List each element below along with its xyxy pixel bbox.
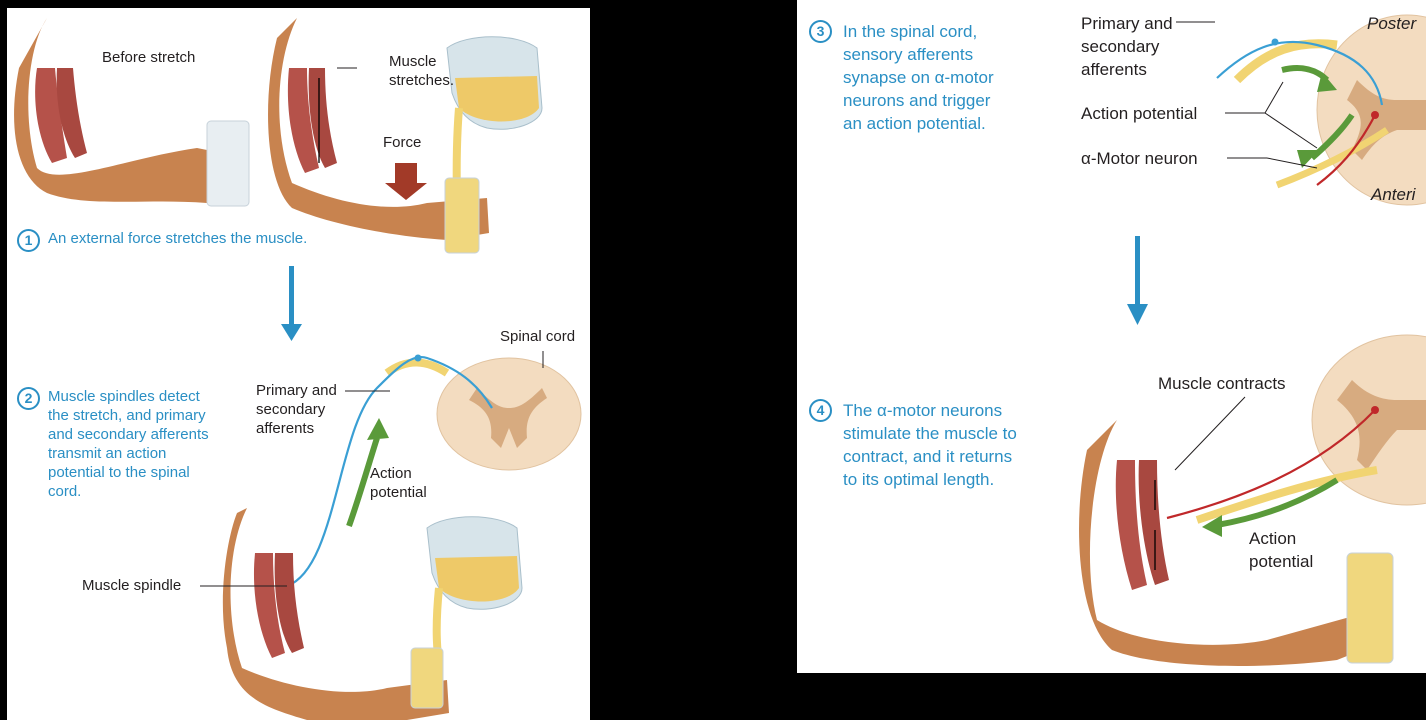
- arm-spindle: [222, 508, 523, 720]
- step-1-text: An external force stretches the muscle.: [48, 230, 308, 247]
- action-potential-arrow-1: [346, 418, 389, 528]
- left-panel: Before stretch Muscle stretches. Force 1…: [7, 8, 590, 720]
- label-action-potential: Action potential: [370, 465, 427, 501]
- label-primary-secondary-right: Primary and secondary afferents: [1081, 14, 1173, 79]
- label-anterior: Anteri: [1371, 185, 1416, 204]
- spinal-cord-bottom: [1166, 334, 1426, 537]
- afferent-nerve-path: [286, 355, 493, 588]
- step-3-number: 3: [809, 20, 832, 43]
- arm-before-stretch: [14, 18, 250, 207]
- spinal-cord-cross-section: [384, 357, 582, 471]
- down-arrow-1: [281, 266, 302, 341]
- label-primary-secondary: Primary and secondary afferents: [256, 382, 337, 437]
- down-arrow-2: [1127, 236, 1148, 325]
- label-muscle-spindle: Muscle spindle: [82, 577, 182, 594]
- label-posterior: Poster: [1367, 14, 1417, 33]
- step-4-text: The α-motor neurons stimulate the muscle…: [843, 401, 1017, 489]
- step-2-text: Muscle spindles detect the stretch, and …: [48, 388, 209, 500]
- label-muscle-stretches: Muscle stretches.: [389, 53, 455, 89]
- right-panel: 3 In the spinal cord, sensory afferents …: [797, 0, 1426, 673]
- arm-stretched: [268, 18, 543, 254]
- right-illustrations: [1079, 14, 1426, 666]
- label-spinal-cord: Spinal cord: [500, 328, 576, 345]
- spinal-cord-top: [1216, 14, 1426, 206]
- label-motor-neuron: α-Motor neuron: [1081, 149, 1198, 168]
- left-illustrations: [14, 18, 582, 720]
- label-action-potential-2: Action potential: [1249, 529, 1314, 571]
- label-muscle-contracts: Muscle contracts: [1158, 374, 1286, 393]
- step-4-number: 4: [809, 399, 832, 422]
- step-2-number: 2: [17, 387, 40, 410]
- label-force: Force: [383, 134, 422, 151]
- label-before-stretch: Before stretch: [102, 49, 196, 66]
- step-3-text: In the spinal cord, sensory afferents sy…: [843, 22, 994, 133]
- label-action-potential-right: Action potential: [1081, 104, 1198, 123]
- step-1-number: 1: [17, 229, 40, 252]
- arm-contracting: [1079, 420, 1394, 666]
